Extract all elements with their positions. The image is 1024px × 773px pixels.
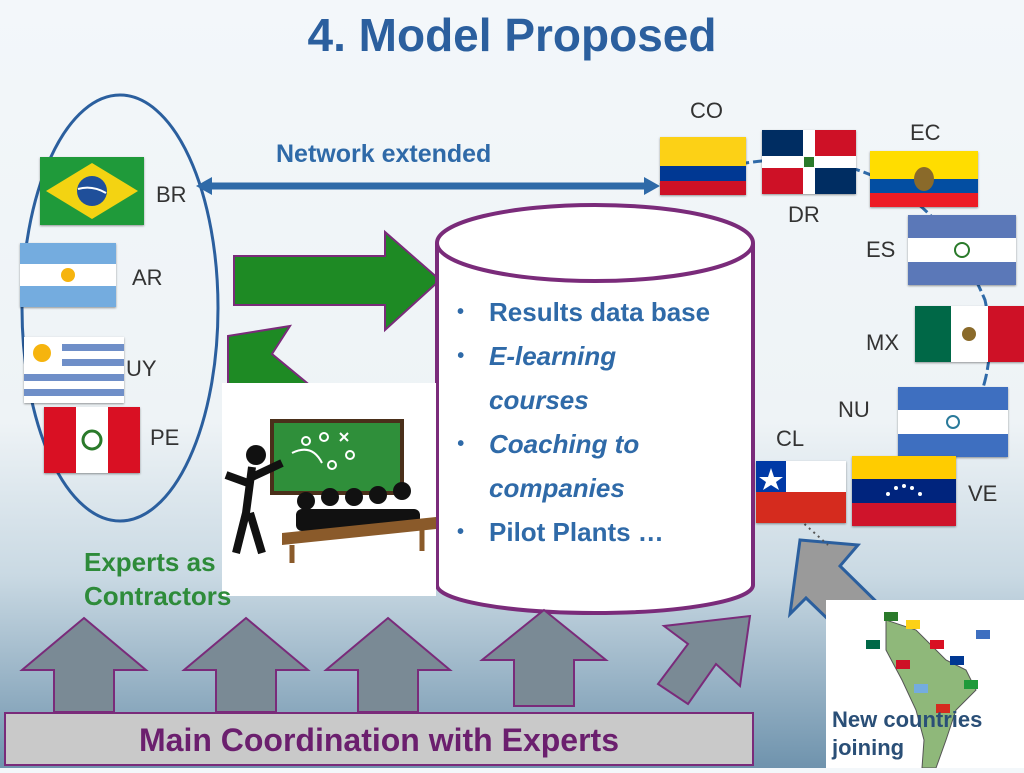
new-countries-line2: joining [832,735,905,760]
database-cylinder [435,203,755,615]
list-item: •Results data base [455,290,745,334]
list-item-continuation: courses [489,385,589,415]
country-label-uy: UY [126,356,157,381]
new-countries-line1: New countries [832,707,983,732]
country-label-mx: MX [866,330,899,355]
chile-flag-icon [756,461,846,523]
ecuador-flag-icon [870,151,978,207]
nicaragua-flag-icon [898,387,1008,457]
experts-label-line1: Experts as [84,547,216,577]
uruguay-flag-icon [24,337,124,403]
bullet-icon: • [457,521,465,543]
country-label-es: ES [866,237,896,262]
mexico-flag-icon [915,306,1024,362]
colombia-flag-icon [660,137,746,195]
experts-contractors-label: Experts as Contractors [84,545,231,613]
country-label-ve: VE [968,481,998,506]
country-label-ar: AR [132,265,163,290]
country-label-br: BR [156,182,187,207]
list-item: •E-learning [455,334,745,378]
database-services-list: •Results data base •E-learning courses •… [455,290,745,554]
classroom-illustration [222,383,436,596]
founding-countries-ellipse [20,93,220,523]
brazil-flag-icon [40,157,144,225]
network-extended-label: Network extended [276,140,492,168]
bullet-icon: • [457,301,465,323]
country-label-cl: CL [776,426,805,451]
experts-label-line2: Contractors [84,581,232,611]
country-label-dr: DR [788,202,820,227]
country-label-nu: NU [838,397,870,422]
el-salvador-flag-icon [908,215,1016,285]
country-label-pe: PE [150,425,180,450]
list-item: •Coaching to [455,422,745,466]
new-countries-label: New countries joining [832,706,982,762]
country-label-co: CO [690,98,723,123]
bullet-icon: • [457,345,465,367]
bottom-arrows [19,608,752,713]
peru-flag-icon [44,407,140,473]
main-coordination-box: Main Coordination with Experts [4,712,754,766]
dominican-republic-flag-icon [762,130,856,194]
list-item: •Pilot Plants … [455,510,745,554]
argentina-flag-icon [20,243,116,307]
list-item-continuation: companies [489,473,625,503]
network-double-arrow [196,177,660,195]
country-label-ec: EC [910,120,941,145]
latin-america-map-image [826,600,1024,769]
page-title: 4. Model Proposed [307,9,717,61]
bullet-icon: • [457,433,465,455]
venezuela-flag-icon [852,456,956,526]
green-right-arrow [233,229,442,333]
